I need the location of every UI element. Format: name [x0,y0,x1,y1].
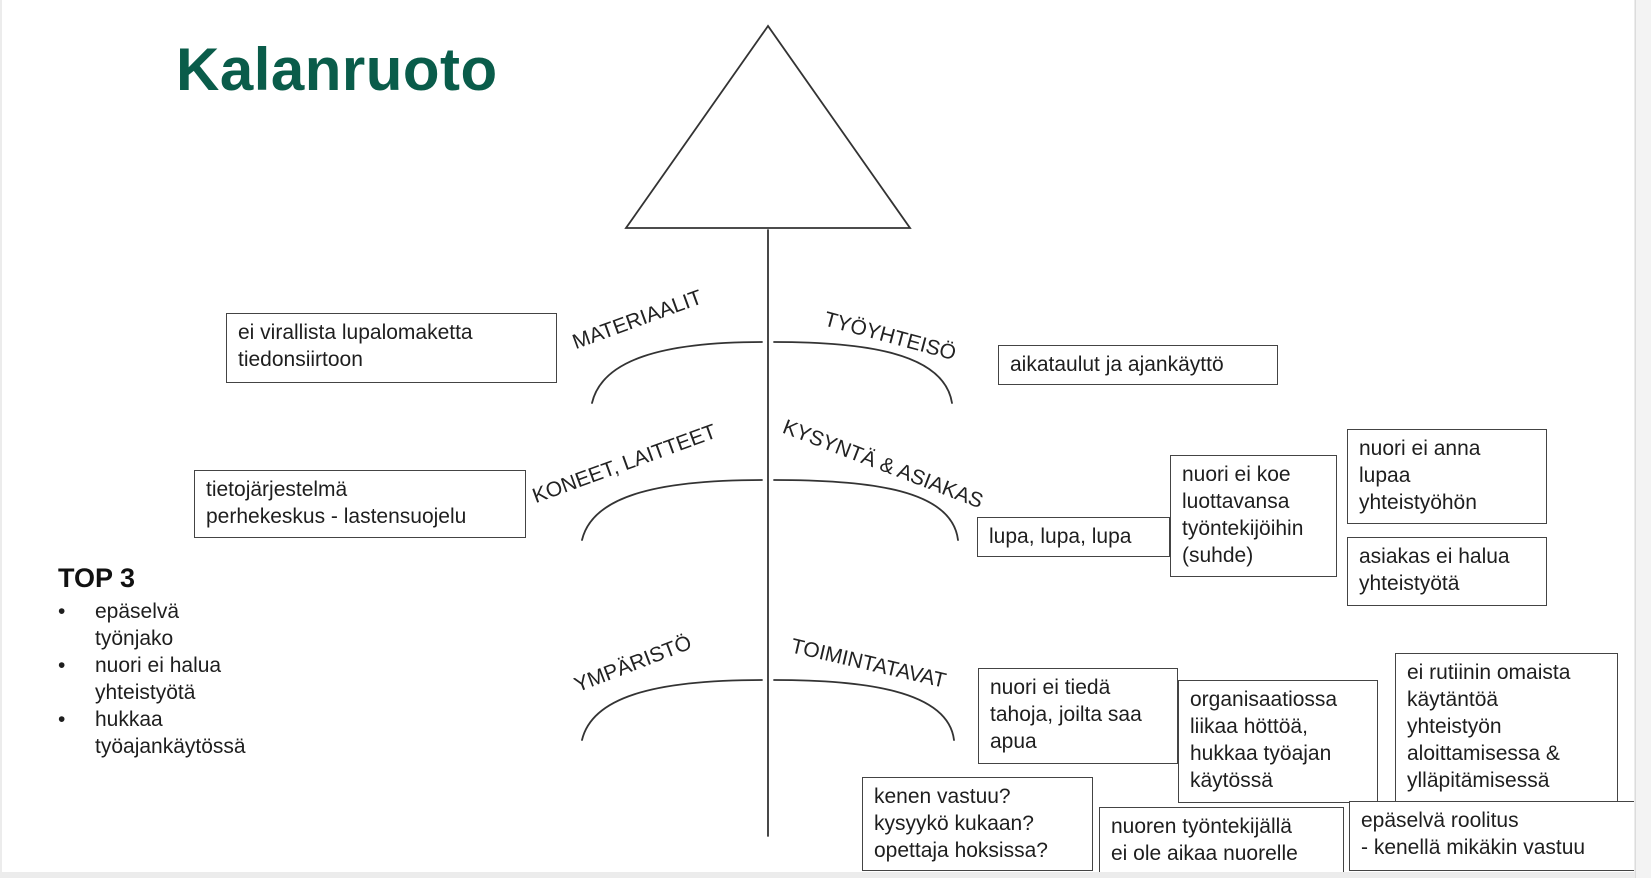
cause-box-ei-anna-lupaa: nuori ei anna lupaa yhteistyöhön [1347,429,1547,524]
top3-item-text: hukkaa työajankäytössä [95,708,246,758]
rib-tyoyhteiso [773,341,953,404]
rib-kysynta [773,479,959,541]
top3-summary: TOP 3 • epäselvä työnjako • nuori ei halua… [58,563,295,760]
bullet-icon: • [58,708,66,731]
top3-item-text: nuori ei halua yhteistyötä [95,654,222,704]
top3-item: • epäselvä työnjako [58,598,295,652]
cause-box-rutiini: ei rutiinin omaista käytäntöä yhteistyön… [1395,653,1618,803]
cause-box-roolitus: epäselvä roolitus - kenellä mikäkin vast… [1349,801,1634,871]
vertical-scrollbar[interactable] [1635,0,1651,878]
cause-box-koneet: tietojärjestelmä perhekeskus - lastensuo… [194,470,526,538]
cause-box-ei-aikaa: nuoren työntekijällä ei ole aikaa nuorel… [1099,807,1344,872]
top3-item: • nuori ei halua yhteistyötä [58,652,295,706]
bullet-icon: • [58,654,66,677]
bullet-icon: • [58,600,66,623]
cause-box-ei-tieda: nuori ei tiedä tahoja, joilta saa apua [978,668,1178,764]
top3-item-text: epäselvä työnjako [95,600,180,650]
fish-head-triangle [624,24,912,229]
cause-box-materiaalit: ei virallista lupalomaketta tiedonsiirto… [226,313,557,383]
top3-list: • epäselvä työnjako • nuori ei halua yhtei… [58,598,295,760]
cause-box-luottavansa: nuori ei koe luottavansa työntekijöihin … [1170,455,1337,577]
slide-title: Kalanruoto [176,36,498,103]
rib-koneet [581,479,763,541]
rib-ymparisto [581,679,763,741]
rib-toimintatavat [773,679,955,741]
cause-box-tyoyhteiso: aikataulut ja ajankäyttö [998,345,1278,385]
cause-box-asiakas-ei-halua: asiakas ei halua yhteistyötä [1347,537,1547,606]
cause-box-lupa: lupa, lupa, lupa [977,517,1170,557]
cause-box-hottoa: organisaatiossa liikaa höttöä, hukkaa ty… [1178,680,1378,803]
top3-heading: TOP 3 [58,563,136,593]
cause-box-vastuu: kenen vastuu? kysyykö kukaan? opettaja h… [862,777,1093,871]
top3-item: • hukkaa työajankäytössä [58,706,295,760]
rib-materiaalit [591,341,763,404]
